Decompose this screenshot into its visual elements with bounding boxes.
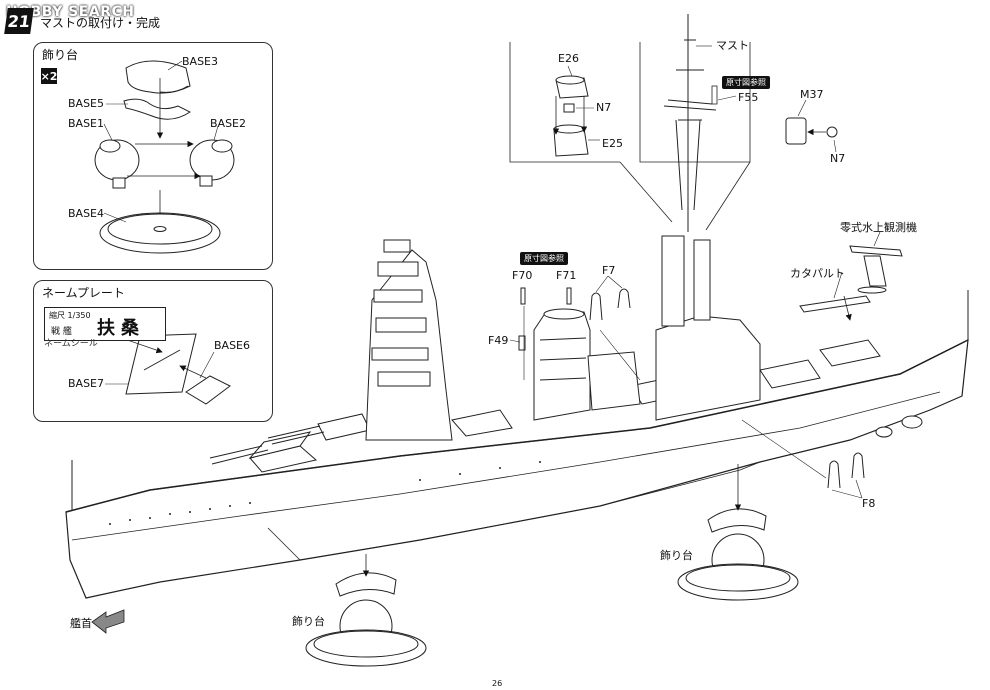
mast [663, 14, 717, 232]
label-mast: マスト [716, 39, 749, 52]
nameplate: 縮尺 1/350 戦 艦 扶桑 [44, 307, 166, 341]
base2-part [189, 139, 235, 187]
label-f70: F70 [512, 269, 533, 282]
base7-part [125, 333, 197, 395]
label-f49: F49 [488, 334, 509, 347]
label-stand-center: 飾り台 [292, 615, 325, 628]
aft-superstructure [587, 235, 761, 421]
n7-left-part [563, 103, 575, 113]
stand-right [677, 508, 799, 601]
label-base6: BASE6 [214, 339, 251, 352]
label-base2: BASE2 [210, 117, 247, 130]
e25-part [553, 124, 589, 157]
base-panel-title: 飾り台 [42, 48, 79, 62]
label-f71: F71 [556, 269, 577, 282]
step-title: マストの取付け・完成 [40, 16, 161, 30]
n7-right-part [826, 126, 838, 138]
base3-part [125, 60, 191, 94]
label-base7: BASE7 [68, 377, 105, 390]
funnel [533, 308, 591, 421]
bow-arrow-icon [91, 609, 125, 634]
f70-f71-f49-parts [518, 287, 572, 351]
ship-hull [65, 338, 969, 599]
multiplier-badge: ×2 [40, 68, 58, 84]
label-base1: BASE1 [68, 117, 105, 130]
nameplate-panel-title: ネームプレート [42, 286, 125, 300]
nameplate-name: 扶桑 [97, 318, 145, 339]
f7-parts [589, 288, 631, 321]
label-stand-right: 飾り台 [660, 549, 693, 562]
base4-part [99, 212, 221, 254]
stand-center [305, 572, 427, 667]
label-base3: BASE3 [182, 55, 219, 68]
pagoda-bridge [365, 239, 453, 441]
label-n7-left: N7 [596, 101, 612, 114]
label-n7-right: N7 [830, 152, 846, 165]
sticker-label: ネームシール [44, 339, 98, 349]
e26-part [555, 75, 589, 99]
ship-ref-badge: 原寸図参照 [520, 252, 568, 265]
propellers [875, 415, 923, 438]
label-catapult: カタパルト [790, 267, 845, 280]
base1-part [94, 139, 140, 189]
label-seaplane: 零式水上観測機 [840, 221, 917, 234]
label-base5: BASE5 [68, 97, 105, 110]
label-base4: BASE4 [68, 207, 105, 220]
watermark: HOBBY SEARCH [6, 4, 135, 20]
label-f7: F7 [602, 264, 616, 277]
page-number: 26 [492, 679, 503, 688]
nameplate-type: 戦 艦 [51, 327, 72, 337]
m37-part [785, 117, 807, 145]
catapult-part [799, 295, 871, 313]
base6-part [185, 375, 231, 405]
mast-ref-badge: 原寸図参照 [722, 76, 770, 89]
label-bow: 艦首 [70, 617, 92, 630]
label-e25: E25 [602, 137, 623, 150]
nameplate-scale: 縮尺 1/350 [49, 311, 91, 320]
base5-part [123, 98, 191, 120]
forward-turrets [209, 413, 371, 473]
portholes [109, 461, 541, 525]
label-e26: E26 [558, 52, 579, 65]
f8-parts [827, 452, 865, 489]
label-m37: M37 [800, 88, 824, 101]
label-f8: F8 [862, 497, 876, 510]
label-f55: F55 [738, 91, 759, 104]
seaplane-part [849, 245, 903, 294]
